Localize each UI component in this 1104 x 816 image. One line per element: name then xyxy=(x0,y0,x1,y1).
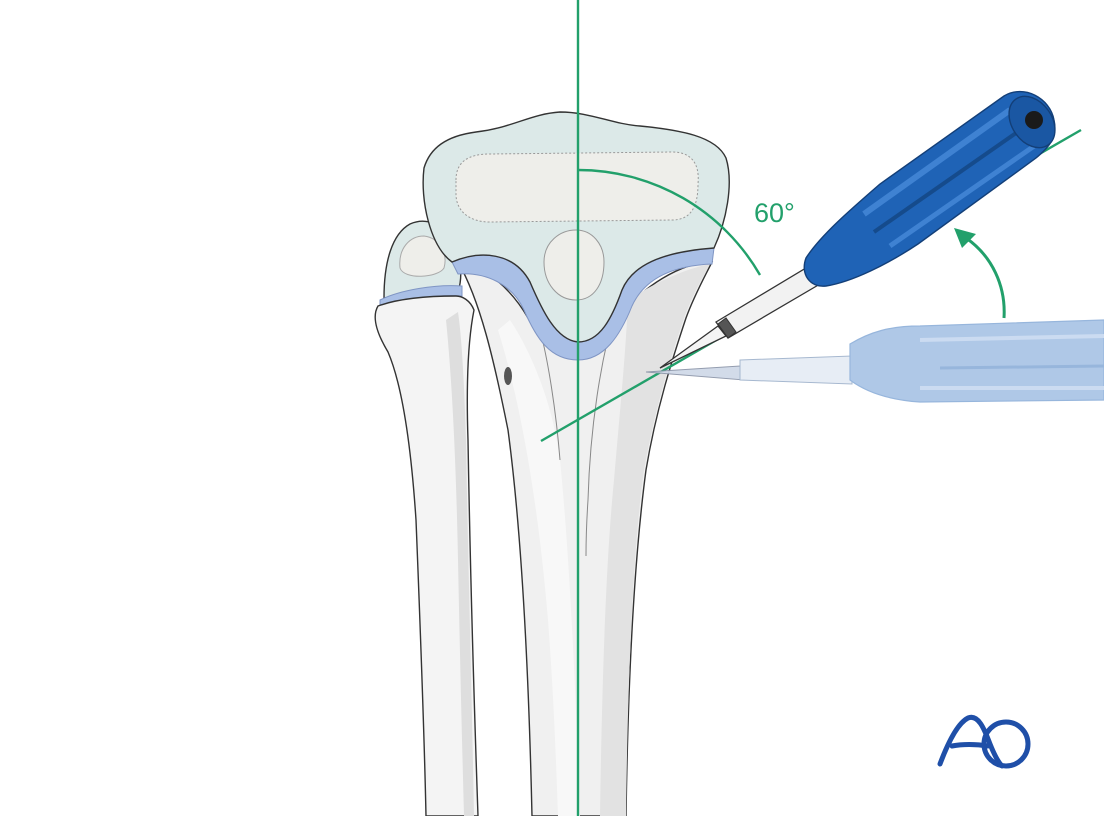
fibula-shaft-shadow xyxy=(446,312,474,816)
angle-arc xyxy=(577,168,762,276)
awl-shaft-collar xyxy=(717,317,737,339)
awl-icon xyxy=(659,90,1056,369)
tibia-shaft-highlight xyxy=(498,320,580,816)
curved-arrow-icon xyxy=(954,228,1006,319)
awl-ghost-icon xyxy=(645,319,1104,403)
awl-handle-cap-hole xyxy=(1025,111,1043,129)
rotation-arrowhead xyxy=(954,228,976,248)
angle-label: 60° xyxy=(754,198,795,228)
tibia xyxy=(422,111,730,816)
nutrient-foramen xyxy=(504,367,512,385)
awl-ghost-handle-groove-1 xyxy=(919,334,1104,342)
fibula-shaft xyxy=(374,295,479,816)
fibula xyxy=(374,220,479,816)
awl-ghost-shaft xyxy=(739,355,853,385)
awl-ghost-handle xyxy=(849,319,1104,403)
awl-handle-groove-2 xyxy=(872,124,1028,234)
tibia-tuberosity-center xyxy=(543,229,605,301)
ao-logo-o xyxy=(981,719,1031,769)
awl-handle-groove-1 xyxy=(862,107,1012,217)
ao-logo xyxy=(937,714,1031,769)
awl-ghost-handle-groove-2 xyxy=(939,364,1104,370)
tibia-shaft-shadow xyxy=(600,264,710,816)
rotation-arrow-path xyxy=(965,236,1006,319)
awl-handle-groove-3 xyxy=(888,139,1042,249)
